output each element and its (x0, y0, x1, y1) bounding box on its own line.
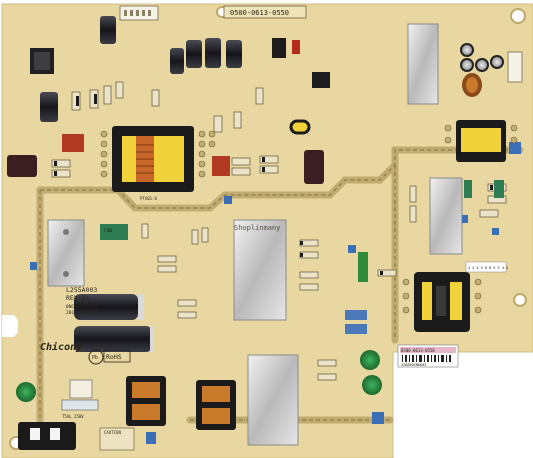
red-cap (62, 134, 84, 152)
x-cap (69, 379, 93, 399)
connector (507, 51, 523, 83)
green-cap (464, 180, 472, 198)
green-cap (100, 224, 128, 240)
transistor (312, 72, 330, 88)
ic-label: FKB (104, 228, 112, 234)
caution-label (99, 427, 135, 451)
heatsink (233, 219, 287, 321)
board-notch (2, 315, 18, 337)
part-number-text: 0500-0613-0550 (230, 9, 289, 17)
vendor-logo: Chicony (40, 341, 83, 353)
fuse-label: T5AL 250V (62, 414, 84, 419)
barcode-bars (402, 355, 451, 362)
blue-caps (30, 142, 521, 444)
serial-sticker: 0500-0613-0550 (401, 348, 435, 353)
heatsink (247, 354, 299, 446)
fuse (61, 399, 99, 411)
black-cap (304, 150, 324, 184)
sub-code: 0NC25GP3A3UL (66, 304, 99, 310)
relay (30, 48, 54, 74)
pb-mark (88, 349, 104, 365)
resistors (51, 81, 507, 381)
pb-text: Pb (92, 355, 98, 361)
black-cap (226, 40, 242, 68)
xfmr-label: PTX01-6 (140, 196, 157, 201)
radial-cap (460, 58, 474, 72)
barcode-text: 3ZA690ZN6603 (401, 363, 426, 367)
transistor (272, 38, 286, 58)
mounting-hole (513, 293, 527, 307)
heatsink (407, 23, 439, 105)
ac-inlet (18, 422, 76, 450)
revision: REV:01 (66, 294, 90, 302)
red-cap (212, 156, 230, 176)
radial-cap (475, 58, 489, 72)
diodes (54, 94, 493, 275)
green-cap (362, 375, 382, 395)
heatsink (429, 177, 463, 255)
black-cap (170, 48, 184, 74)
black-cap (40, 92, 58, 122)
part-number-box (223, 5, 307, 19)
green-cap (494, 180, 504, 198)
solder-pads (100, 124, 518, 314)
model-code: L255A003 (66, 286, 97, 294)
bulk-cap (74, 294, 138, 320)
film-cap (345, 324, 367, 334)
black-cap (205, 38, 221, 68)
green-cap (360, 350, 380, 370)
radial-cap (490, 55, 504, 69)
watermark: Shoplinmany (234, 224, 280, 232)
mounting-hole (510, 8, 526, 24)
inductor (289, 119, 311, 135)
rohs-text: RoHS (106, 353, 122, 361)
green-cap (16, 382, 36, 402)
black-cap (186, 40, 202, 68)
film-cap (345, 310, 367, 320)
small-sticker (465, 261, 507, 273)
date-code: 2014.10.29 (66, 310, 93, 316)
bulk-cap (74, 326, 152, 352)
black-cap (7, 155, 37, 177)
inductor (358, 252, 368, 282)
black-cap (100, 16, 116, 44)
caution-title: CAUTION (104, 430, 121, 435)
radial-cap (460, 43, 474, 57)
rohs-box (103, 349, 131, 363)
sticker-right: 4 2 4 5 8 8 9 3 4 4 (468, 266, 508, 270)
